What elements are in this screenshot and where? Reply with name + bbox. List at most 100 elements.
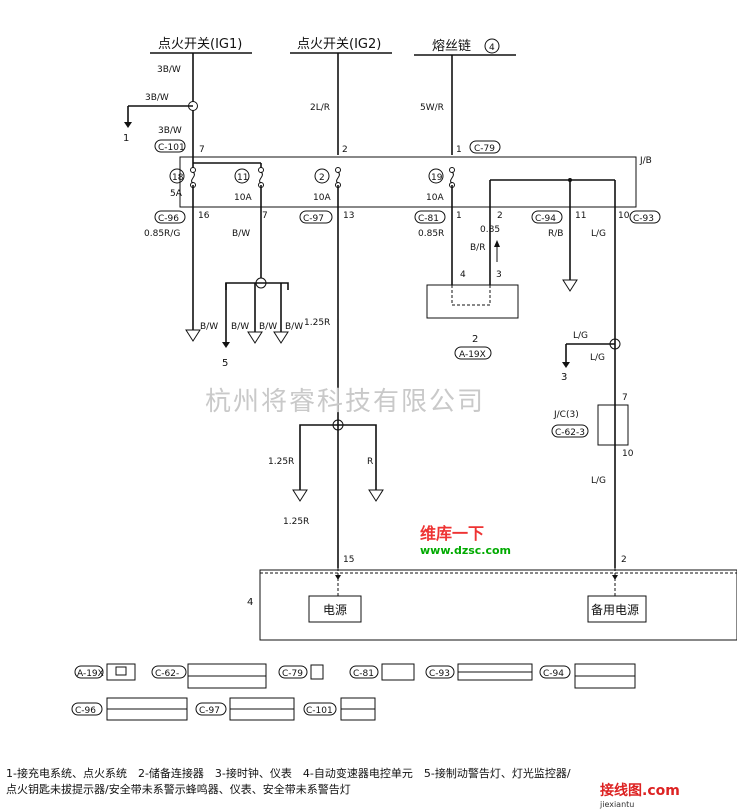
wire-label-3bw-c: 3B/W [158,126,182,136]
wire-label-3bw-a: 3B/W [157,65,181,75]
wire-label-bw-1: B/W [200,322,218,332]
arrow-r [368,489,384,502]
connector-c93: C-93 [633,214,654,224]
face-tag-c93 [425,665,455,679]
pin-3: 3 [496,270,502,280]
connector-c94: C-94 [535,214,556,224]
wire-label-2lr: 2L/R [310,103,330,113]
legend-line-2: 点火钥匙未拔提示器/安全带未系警示蜂鸣器、仪表、安全带未系警告灯 [6,783,351,796]
ref-1: 1 [123,133,129,144]
pin-10-bottom: 10 [618,211,630,221]
face-c62: C-62- [155,669,179,679]
storage-connector-internal [451,285,491,306]
connector-c62: C-62-3 [555,428,585,438]
face-tag-a19x [74,665,104,679]
arrow-bw-c [273,331,289,344]
fuse-11-top [258,167,264,173]
pin-16: 16 [198,211,210,221]
wire-label-bw-2: B/W [231,322,249,332]
fuse-2-circle [314,168,330,184]
fuse-2-element [336,171,340,184]
fuse-11-circle [234,168,250,184]
fuse-19-amp: 10A [426,193,444,203]
face-tag-c94 [539,665,571,679]
site-logo-text: 维库一下 [420,524,485,543]
ecu-power-arrow [335,575,341,580]
wire-label-bw-4: B/W [285,322,303,332]
wire-label-125r-c: 1.25R [283,517,309,527]
face-c93: C-93 [429,669,450,679]
face-c81-body [381,663,415,681]
site-logo-mark: 维库一下 www.dzsc.com [420,520,511,557]
ref-4: 4 [247,597,253,608]
connector-c96-tag [154,210,186,224]
power-box-label: 电源 [323,603,347,617]
fuse-11-element [259,171,263,184]
ecu-backup-arrow [612,575,618,580]
face-c79-body [310,664,324,680]
wire-label-r: R [367,457,373,467]
fuse-2-amp: 10A [313,193,331,203]
arrow-br-up [494,240,500,247]
fuse-19: 19 [431,173,443,183]
face-tag-c81 [349,665,379,679]
connector-c101-tag [154,139,186,153]
legend-line-1: 1-接充电系统、点火系统 2-储备连接器 3-接时钟、仪表 4-自动变速器电控单… [6,767,571,780]
connector-c101: C-101 [158,143,185,153]
joint-connector-label: J/C(3) [553,410,579,420]
wire-label-bw: B/W [232,229,250,239]
jb-internal-node [568,178,572,182]
pin-10-jc: 10 [622,449,634,459]
corner-logo-sub: jiexiantu [600,800,635,809]
pin-15: 15 [343,555,354,565]
pin-1-top: 1 [456,145,462,155]
arrow-pin16 [185,329,201,342]
pin-2-ecu: 2 [621,555,627,565]
wire-label-lg-2: L/G [573,331,588,341]
fuse-link-number-circle [484,38,500,54]
connector-a19x-tag [454,346,492,360]
connector-c79-tag [469,140,501,154]
pin-7-top: 7 [199,145,205,155]
connector-faces: A-19X C-62- C-79 C-81 C-93 C-94 C-96 C-9… [71,663,636,721]
ref-3: 3 [561,372,567,383]
face-a19x-body [106,663,136,681]
fuse-18-top [190,167,196,173]
backup-power-label: 备用电源 [591,603,639,617]
face-a19x-key [115,666,127,676]
arrow-to-1 [124,122,132,128]
face-c97: C-97 [199,706,220,716]
face-c81: C-81 [353,669,374,679]
junction-block-label: J/B [639,156,652,166]
joint-connector-box [597,404,629,446]
connector-c94-tag [531,210,563,224]
wire-label-085r: 0.85R [418,229,444,239]
pin-7-jc: 7 [622,393,628,403]
fuse-18-circle [169,168,185,184]
fuse-2-top [335,167,341,173]
corner-logo-mark: 接线图.com jiexiantu [600,780,680,809]
face-c96: C-96 [75,706,96,716]
arrow-to-3 [562,362,570,368]
wire-label-rb: R/B [548,229,563,239]
arrow-bw-b [247,331,263,344]
backup-power-box [587,595,647,623]
wire-label-3bw-b: 3B/W [145,93,169,103]
pin-2-top: 2 [342,145,348,155]
connector-c96: C-96 [158,214,179,224]
pin-11: 11 [575,211,586,221]
connector-c81-tag [414,210,446,224]
wire-label-5wr: 5W/R [420,103,444,113]
connector-c97-tag [299,210,333,224]
wire-label-125r: 1.25R [304,318,330,328]
fuse-18-element [191,171,195,184]
company-watermark: 杭州将睿科技有限公司 [205,387,485,417]
storage-connector-box [426,284,519,319]
fuse-19-circle [428,168,444,184]
figure-legend: 1-接充电系统、点火系统 2-储备连接器 3-接时钟、仪表 4-自动变速器电控单… [6,766,731,798]
fuse-19-element [450,171,454,184]
wire-label-125r-b: 1.25R [268,457,294,467]
wire-label-085rg: 0.85R/G [144,229,180,239]
splice-125r-bus [299,424,377,490]
fuse-link-number: 4 [489,43,495,53]
